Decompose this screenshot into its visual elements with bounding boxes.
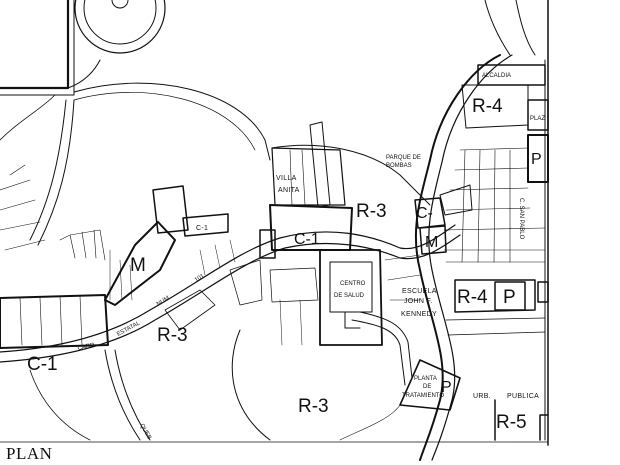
label-escuela-1: ESCUELA bbox=[402, 288, 437, 295]
label-parque-2: BOMBAS bbox=[386, 163, 412, 169]
zone-r3-mid: R-3 bbox=[157, 325, 188, 346]
label-alcaldia: ALCALDIA bbox=[482, 73, 511, 79]
zone-c1-left: C-1 bbox=[27, 354, 58, 375]
label-urb: URB. bbox=[473, 393, 491, 400]
zone-p-right: P bbox=[503, 287, 516, 308]
zone-p-plaza: P bbox=[531, 151, 542, 168]
map-linework bbox=[0, 0, 549, 461]
label-centro-1: CENTRO bbox=[340, 281, 366, 287]
label-parque-1: PARQUE DE bbox=[386, 155, 421, 161]
zone-c1-small: C-1 bbox=[196, 225, 208, 232]
label-carr-1: CARR. bbox=[77, 342, 97, 352]
label-escuela-3: KENNEDY bbox=[401, 311, 437, 318]
zone-c-right: C- bbox=[416, 205, 433, 222]
zone-r4-right: R-4 bbox=[457, 287, 488, 308]
label-publica: PUBLICA bbox=[507, 393, 539, 400]
label-escuela-2: JOHN F. bbox=[404, 298, 433, 305]
label-carr-4: 101 bbox=[194, 273, 206, 284]
plan-caption: PLAN bbox=[6, 444, 53, 463]
zone-m-left: M bbox=[130, 255, 146, 276]
zone-r3-center: R-3 bbox=[356, 201, 387, 222]
zone-m-right: M bbox=[425, 234, 438, 251]
label-planta-2: DE bbox=[423, 384, 431, 390]
zone-r4-top: R-4 bbox=[472, 96, 503, 117]
zone-villa: VILLA bbox=[276, 175, 297, 182]
zone-p-planta: P bbox=[441, 379, 452, 396]
zone-labels: R-4 PLAZ P VILLA ANITA C-1 C-1 M R-3 C- … bbox=[27, 96, 545, 433]
label-san-pablo: C. SAN PABLO bbox=[518, 198, 524, 240]
zone-r3-bottom: R-3 bbox=[298, 396, 329, 417]
zone-c1-mid: C-1 bbox=[294, 231, 320, 248]
zone-anita: ANITA bbox=[278, 187, 300, 194]
label-planta-1: PLANTA bbox=[414, 376, 437, 382]
label-centro-2: DE SALUD bbox=[334, 293, 365, 299]
label-planta-3: TRATAMIENTO bbox=[402, 393, 444, 399]
zone-r5: R-5 bbox=[496, 412, 527, 433]
zone-plaz: PLAZ bbox=[530, 116, 545, 122]
